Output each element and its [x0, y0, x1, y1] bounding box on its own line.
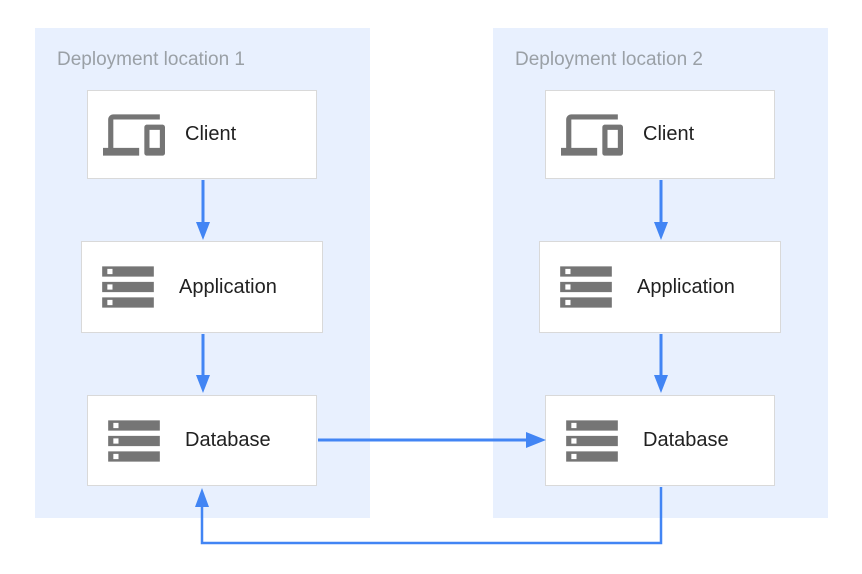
devices-icon: [561, 104, 623, 166]
server-stack-icon: [555, 256, 617, 318]
node-label: Database: [185, 429, 271, 451]
node-client-2: Client: [545, 90, 775, 179]
server-stack-icon: [561, 410, 623, 472]
node-application-1: Application: [81, 241, 323, 333]
node-label: Client: [185, 123, 237, 145]
panel-2-label: Deployment location 2: [515, 49, 703, 70]
panel-1-label: Deployment location 1: [57, 49, 245, 70]
node-label: Application: [179, 275, 277, 298]
server-stack-icon: [97, 256, 159, 318]
server-stack-icon: [103, 410, 165, 472]
panel-deployment-location-1: Deployment location 1 Client Application: [35, 28, 370, 518]
panel-deployment-location-2: Deployment location 2 Client Application: [493, 28, 828, 518]
devices-icon: [103, 104, 165, 166]
node-database-2: Database: [545, 395, 775, 486]
node-label: Client: [643, 123, 695, 145]
node-database-1: Database: [87, 395, 317, 486]
node-client-1: Client: [87, 90, 317, 179]
node-label: Database: [643, 429, 729, 451]
node-label: Application: [637, 275, 735, 298]
node-application-2: Application: [539, 241, 781, 333]
